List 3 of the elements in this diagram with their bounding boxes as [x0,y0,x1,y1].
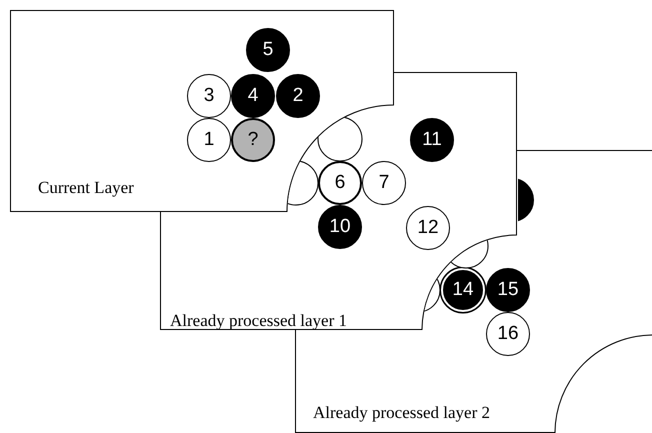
layer-label: Already processed layer 2 [313,402,490,424]
layer-label: Current Layer [38,177,134,199]
layer-label: Already processed layer 1 [170,310,348,332]
